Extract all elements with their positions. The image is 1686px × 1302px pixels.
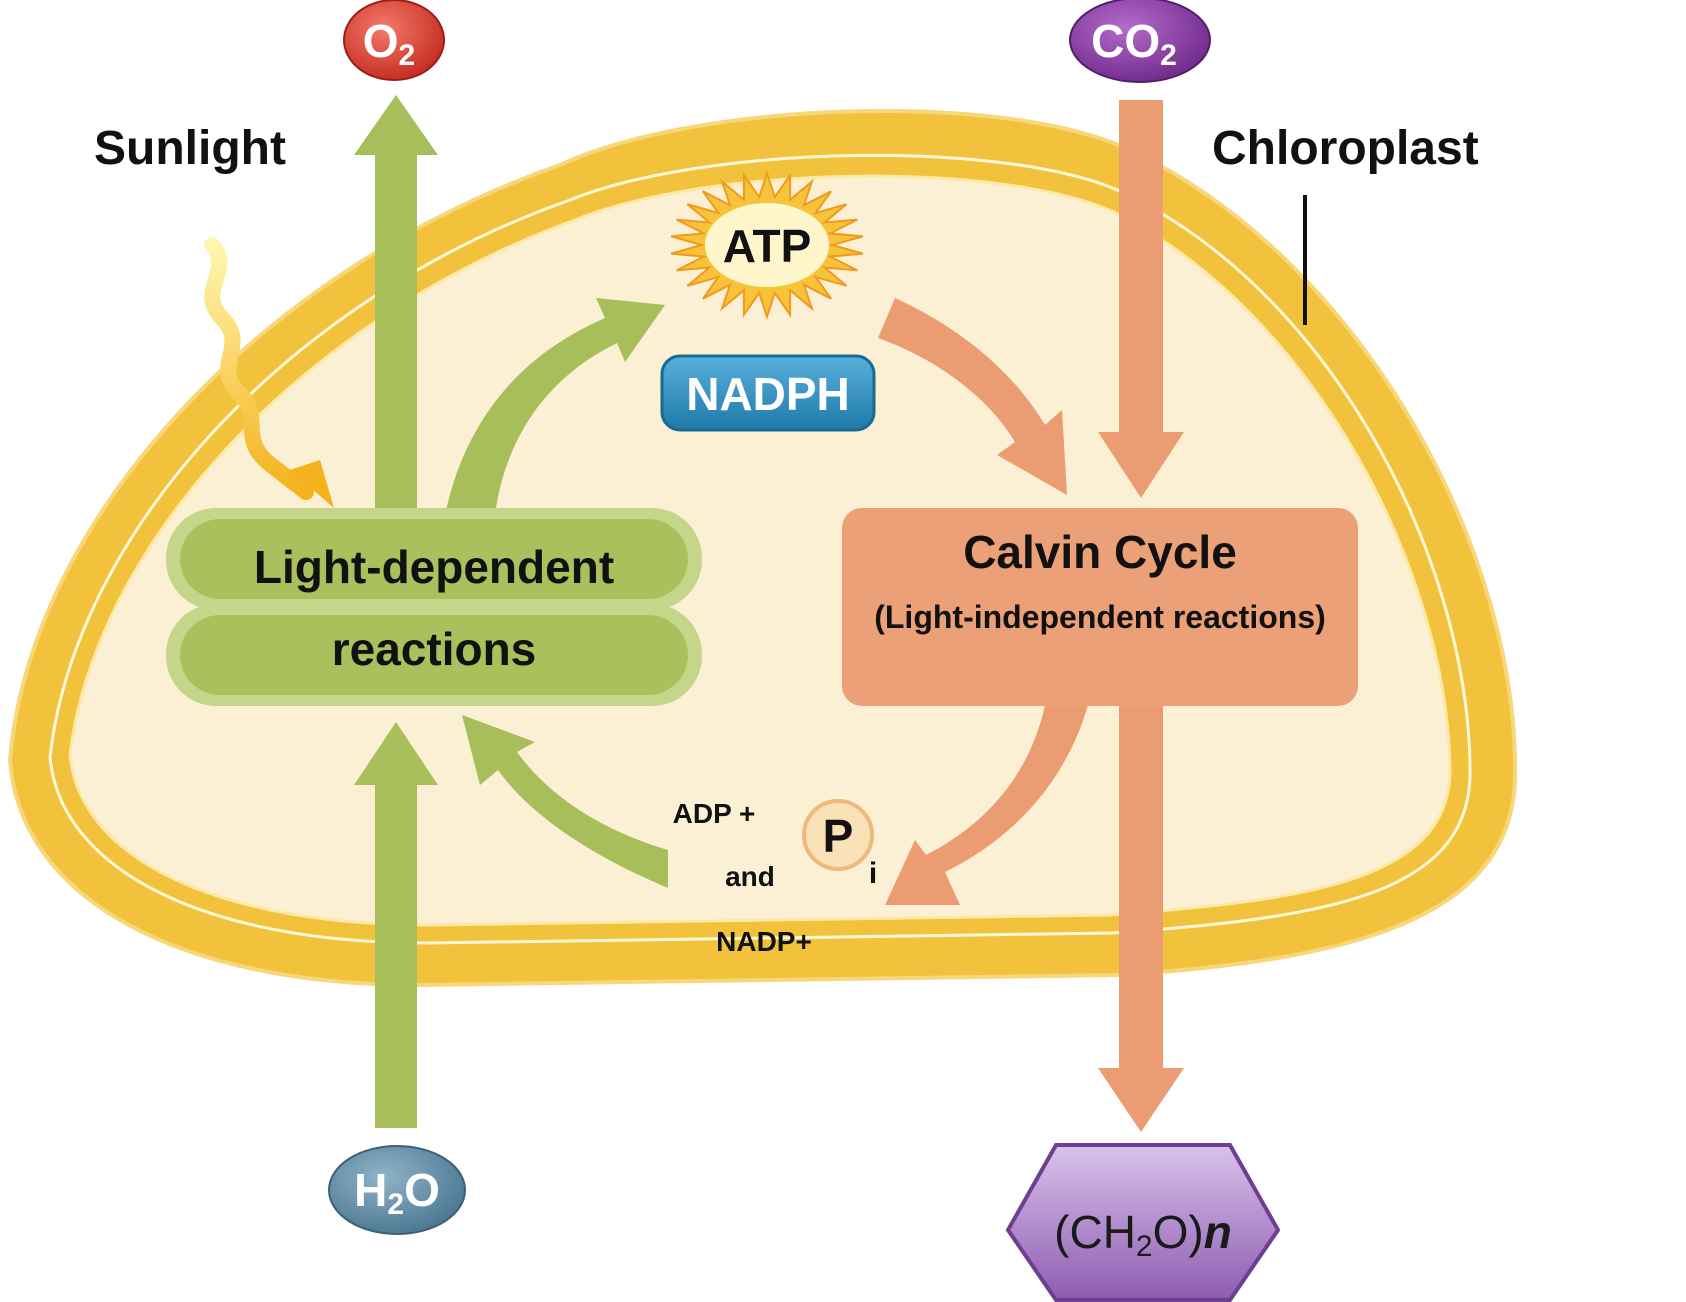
co2-molecule: CO2	[1069, 0, 1211, 83]
light-reactions-label-line2: reactions	[332, 623, 537, 675]
adp-nadp-group: ADP + and NADP+ P i	[673, 798, 878, 957]
co2-label: CO2	[1091, 15, 1177, 72]
adp-label: ADP +	[673, 798, 756, 829]
chloroplast-label: Chloroplast	[1212, 122, 1479, 175]
co2-input-arrow	[1098, 100, 1184, 498]
h2o-badge	[328, 1145, 466, 1235]
o2-badge	[343, 0, 445, 81]
phosphate-subscript: i	[869, 857, 877, 890]
green-arrows	[354, 95, 668, 1128]
recycle-arrow	[462, 715, 668, 888]
energy-carrier-arrow	[445, 298, 665, 515]
nadph-molecule: NADPH	[660, 354, 876, 432]
phosphate-label: P	[823, 810, 854, 862]
h2o-molecule: H2O	[328, 1145, 466, 1235]
calvin-cycle-title: Calvin Cycle	[963, 526, 1237, 578]
sunlight-ray	[204, 237, 334, 508]
o2-label: O2	[363, 15, 415, 72]
and-label: and	[725, 861, 775, 892]
sugar-molecule: (CH2O)n	[1005, 1143, 1281, 1302]
nadp-label: NADP+	[716, 926, 812, 957]
o2-molecule: O2	[343, 0, 445, 81]
energy-to-calvin-arrow	[878, 298, 1067, 495]
sunlight-label: Sunlight	[94, 122, 286, 175]
co2-badge	[1069, 0, 1211, 83]
light-reactions-label-line1: Light-dependent	[254, 541, 614, 593]
phosphate-icon	[802, 799, 874, 871]
sunlight-squiggle	[204, 237, 314, 500]
calvin-to-adp-arrow	[885, 705, 1088, 905]
nadph-badge	[660, 354, 876, 432]
calvin-cycle: Calvin Cycle (Light-independent reaction…	[842, 508, 1358, 706]
sugar-output-arrow	[1098, 695, 1184, 1132]
sugar-label: (CH2O)n	[1054, 1206, 1232, 1263]
calvin-cycle-box	[842, 508, 1358, 706]
water-input-arrow	[354, 722, 438, 1128]
sugar-hexagon	[1005, 1143, 1281, 1302]
atp-label: ATP	[723, 220, 812, 272]
sunlight-arrowhead	[290, 460, 334, 508]
light-dependent-reactions: Light-dependent reactions	[166, 508, 702, 706]
atp-molecule: ATP	[670, 169, 864, 321]
o2-release-arrow	[354, 95, 438, 520]
salmon-arrows	[878, 100, 1184, 1132]
nadph-label: NADPH	[686, 368, 850, 420]
calvin-cycle-subtitle: (Light-independent reactions)	[874, 599, 1326, 635]
h2o-label: H2O	[354, 1164, 440, 1221]
